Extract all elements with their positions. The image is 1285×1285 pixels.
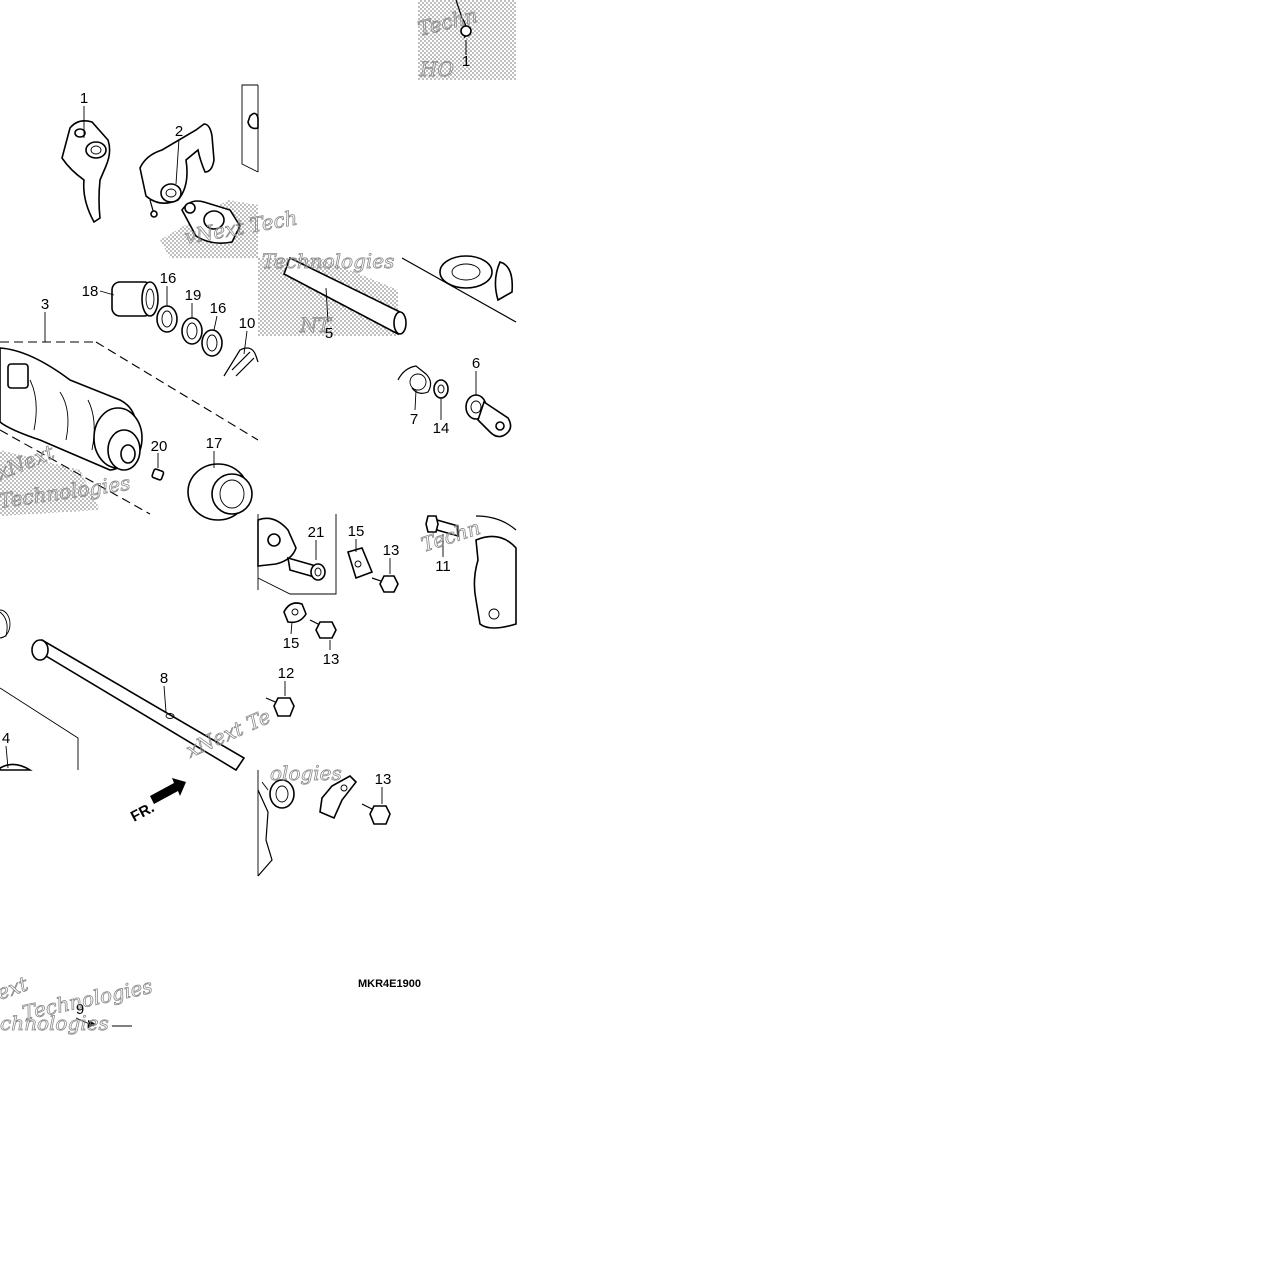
- callout-3: 3: [41, 296, 49, 313]
- callout-8: 8: [160, 670, 168, 687]
- clamp-plate: [319, 775, 358, 820]
- part-code: MKR4E1900: [358, 978, 421, 990]
- callout-21: 21: [308, 524, 325, 541]
- callout-5: 5: [325, 325, 333, 342]
- needle-bearing: [111, 281, 159, 317]
- callout-16-a: 16: [160, 270, 177, 287]
- callout-7: 7: [410, 411, 418, 428]
- pin-20: [151, 468, 165, 481]
- callout-6: 6: [472, 355, 480, 372]
- washers: [156, 305, 223, 357]
- watermark-text: Technologies: [262, 249, 394, 273]
- callout-1: 1: [80, 90, 88, 107]
- callout-13-a: 13: [383, 542, 400, 559]
- callout-9: 9: [76, 1001, 84, 1018]
- bolt-12: [265, 697, 295, 717]
- bottom-left-fragment: [75, 1017, 132, 1028]
- callout-19: 19: [185, 287, 202, 304]
- watermark-text: NT: [299, 313, 333, 337]
- bolt-13-bottom: [361, 803, 391, 825]
- shift-shaft-8: [0, 609, 246, 772]
- callout-16-b: 16: [210, 300, 227, 317]
- callout-13-c: 13: [375, 771, 392, 788]
- shift-fork-1: [61, 120, 111, 224]
- callout-15-b: 15: [283, 635, 300, 652]
- callout-1-top: 1: [462, 53, 470, 70]
- leader-lines: [5, 40, 477, 804]
- shift-drum: [0, 341, 259, 515]
- fork-bracket: [241, 84, 259, 173]
- callout-11: 11: [435, 558, 451, 575]
- callout-17: 17: [206, 435, 223, 452]
- front-arrow: FR.: [128, 778, 186, 826]
- watermark-text: HO: [419, 57, 454, 81]
- ball-bearing: [187, 463, 253, 521]
- callout-14: 14: [433, 420, 450, 437]
- callout-12: 12: [278, 665, 295, 682]
- front-direction-label: FR.: [128, 799, 157, 825]
- case-fragment-bottom: [257, 779, 295, 877]
- callout-4: 4: [2, 730, 10, 747]
- stud-bolt-11: [425, 515, 459, 538]
- spring-10: [223, 347, 259, 377]
- callout-18: 18: [82, 283, 99, 300]
- callouts: 1 1 2 3 18 16 19 16 10 5 6 7 14 20 17 21…: [2, 53, 480, 1018]
- cover-fragment-lower: [473, 515, 517, 629]
- drum-cam-fragment: [257, 514, 337, 595]
- stopper-spring: [397, 365, 432, 394]
- plate-15-upper: [346, 547, 374, 580]
- watermark-text: chnologies: [0, 1011, 109, 1035]
- washer-14: [433, 379, 449, 399]
- shift-shaft-5: [283, 256, 407, 336]
- callout-10: 10: [239, 315, 256, 332]
- top-fragment: [455, 0, 472, 39]
- callout-13-b: 13: [323, 651, 340, 668]
- plate-15-lower: [283, 602, 307, 624]
- shift-fork-3: [181, 200, 241, 244]
- bolt-13-lower: [309, 619, 337, 639]
- bolt-13-upper: [371, 575, 399, 593]
- bolt-21: [287, 556, 326, 581]
- bracket-4: [0, 687, 79, 771]
- cover-fragment-upper: [401, 255, 517, 323]
- callout-20: 20: [151, 438, 168, 455]
- stopper-arm: [465, 394, 512, 438]
- watermark-text: ologies: [270, 761, 342, 785]
- callout-15-a: 15: [348, 523, 365, 540]
- callout-2: 2: [175, 123, 183, 140]
